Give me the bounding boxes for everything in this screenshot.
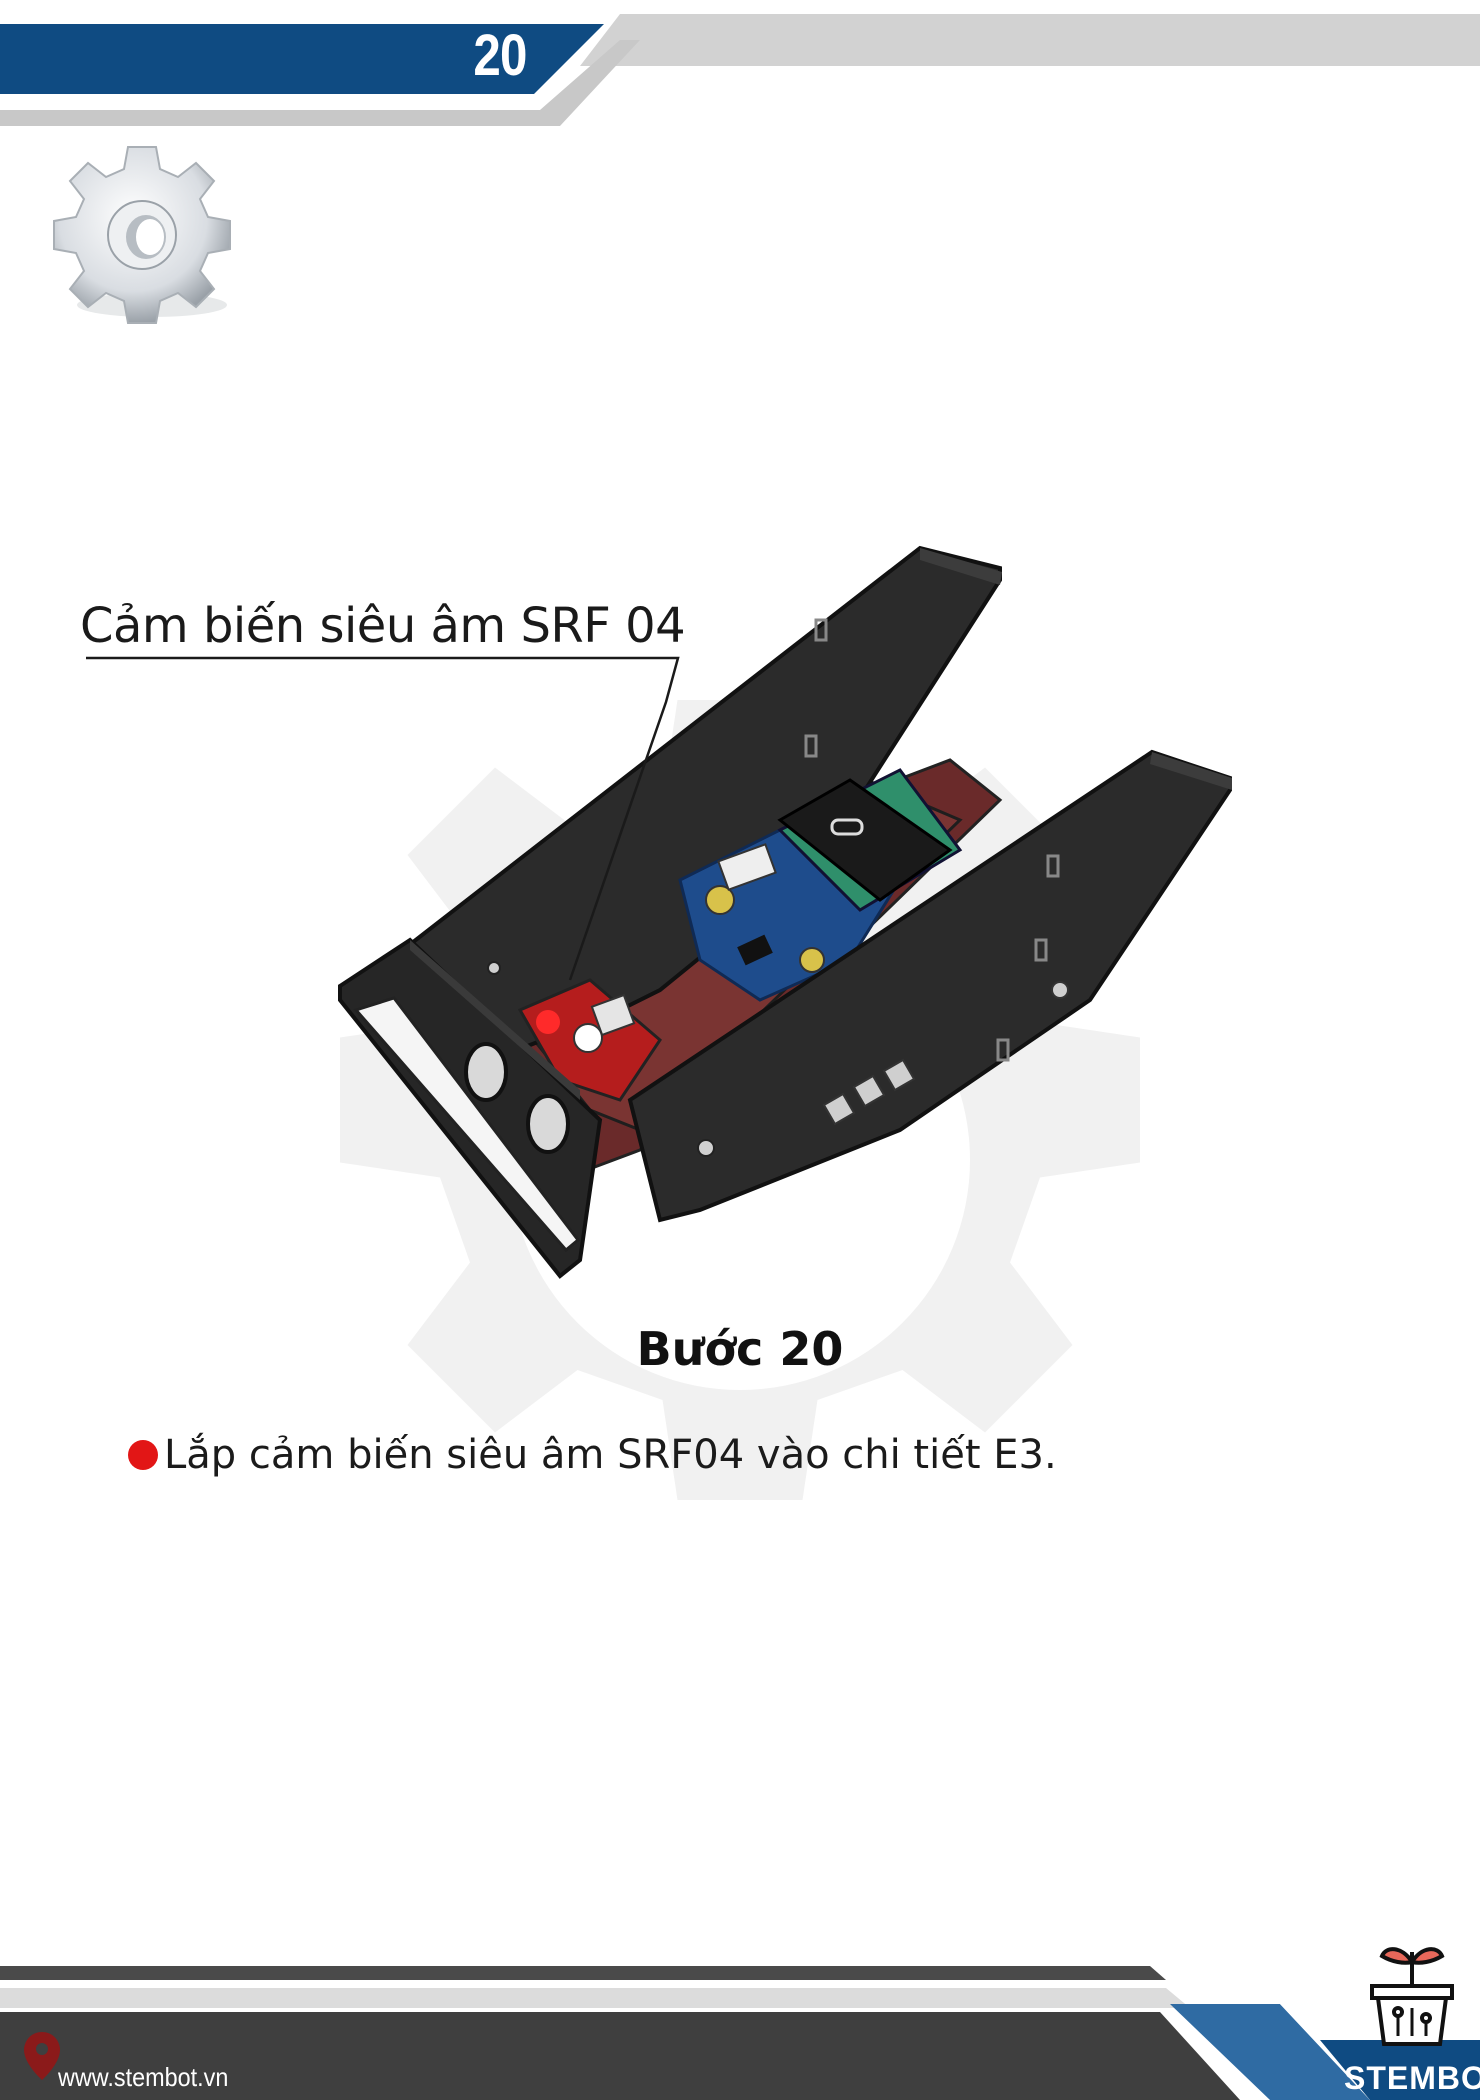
header-banner bbox=[0, 14, 1480, 126]
sensor-callout-label: Cảm biến siêu âm SRF 04 bbox=[80, 598, 686, 654]
page-number: 20 bbox=[473, 23, 527, 88]
gear-icon bbox=[53, 146, 231, 324]
instruction-text: Lắp cảm biến siêu âm SRF04 vào chi tiết … bbox=[164, 1432, 1057, 1478]
red-dot-bullet bbox=[128, 1440, 158, 1470]
step-title: Bước 20 bbox=[636, 1322, 844, 1376]
instruction-line: Lắp cảm biến siêu âm SRF04 vào chi tiết … bbox=[128, 1432, 1057, 1478]
robot-chassis-illustration bbox=[86, 545, 1232, 1279]
map-pin-icon bbox=[24, 2032, 60, 2080]
brand-name: STEMBOT bbox=[1344, 2060, 1480, 2096]
website-link[interactable]: www.stembot.vn bbox=[58, 2062, 229, 2092]
plant-pot-logo bbox=[1370, 1947, 1454, 2046]
